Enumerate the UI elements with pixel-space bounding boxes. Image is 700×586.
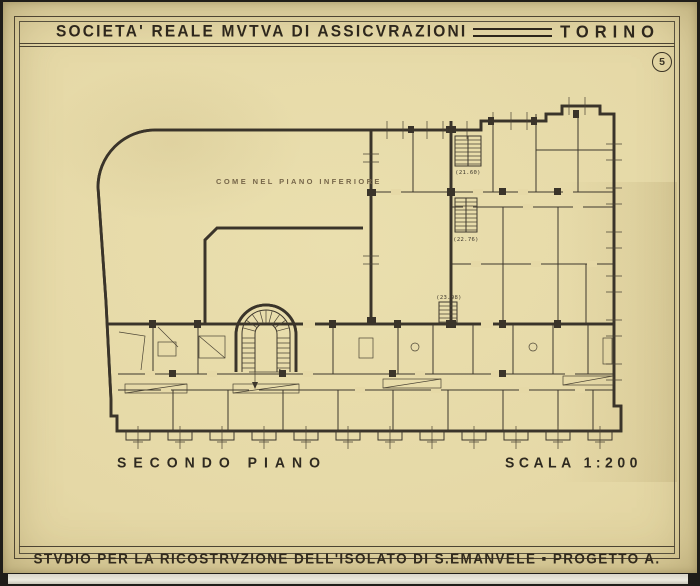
title-rule xyxy=(473,27,553,37)
paper-stain xyxy=(43,62,303,222)
footer-title: STVDIO PER LA RICOSTRVZIONE DELL'ISOLATO… xyxy=(33,549,661,567)
window-bays xyxy=(125,426,613,449)
floor-label: SECONDO PIANO xyxy=(117,453,328,471)
furniture-marks xyxy=(124,337,614,394)
bottom-wing-partitions xyxy=(118,320,613,431)
paper-edge-strip xyxy=(8,574,688,584)
elevation-label: (22.76) xyxy=(453,237,479,243)
scale-label: SCALA 1:200 xyxy=(505,453,642,471)
elevation-label: (23.98) xyxy=(436,295,462,301)
window-ticks-east xyxy=(606,143,622,381)
plan-note: COME NEL PIANO INFERIORE xyxy=(216,177,382,186)
stair-b xyxy=(454,197,478,233)
window-ticks-north xyxy=(386,97,586,139)
frame-inner-border xyxy=(19,21,675,554)
floor-plan: COME NEL PIANO INFERIORE (21.60) (22.76)… xyxy=(96,97,623,449)
grand-staircase xyxy=(234,303,298,374)
outer-walls xyxy=(96,104,623,433)
header-band: SOCIETA' REALE MVTVA DI ASSICVRAZIONI TO… xyxy=(20,21,674,43)
footer-band-separator xyxy=(19,546,675,547)
header-band-separator xyxy=(19,43,675,47)
wall-blocks xyxy=(149,110,579,377)
stair-a xyxy=(454,135,482,167)
footer-band: STVDIO PER LA RICOSTRVZIONE DELL'ISOLATO… xyxy=(20,546,674,570)
courtyard-walls xyxy=(105,128,616,326)
right-wing-partitions xyxy=(371,114,614,326)
drawing-paper: SOCIETA' REALE MVTVA DI ASSICVRAZIONI TO… xyxy=(3,2,697,573)
elevation-label: (21.60) xyxy=(455,170,481,176)
header-title: SOCIETA' REALE MVTVA DI ASSICVRAZIONI xyxy=(55,22,468,41)
header-city: TORINO xyxy=(560,21,660,42)
frame-outer-border xyxy=(14,16,680,559)
sheet-number-badge: 5 xyxy=(652,52,672,72)
